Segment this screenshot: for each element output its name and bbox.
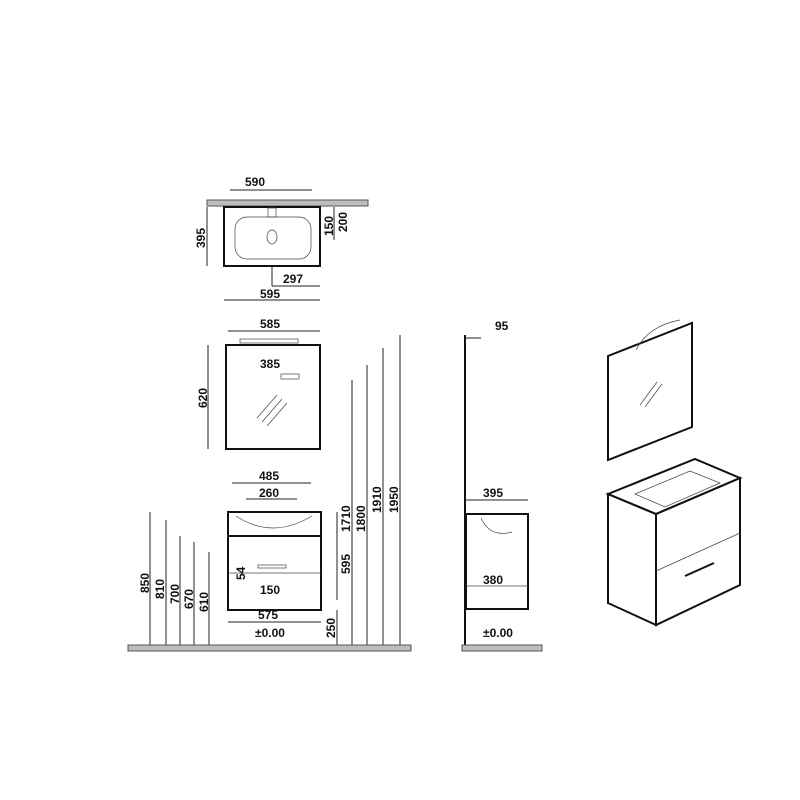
cabinet-front-3d xyxy=(655,476,741,627)
cabinet-front-view: 485 260 54 150 575 ±0.00 850 810 700 670… xyxy=(127,335,412,652)
dim-385: 385 xyxy=(260,357,280,371)
basin-profile xyxy=(480,517,513,534)
dim-150: 150 xyxy=(322,216,336,236)
glass-mark xyxy=(266,402,288,427)
height-670: 670 xyxy=(182,589,196,609)
glass-mark-3d xyxy=(644,383,663,408)
dim-150-handle: 150 xyxy=(260,583,280,597)
dim-380: 380 xyxy=(483,573,503,587)
height-1800: 1800 xyxy=(354,505,368,532)
wall-section xyxy=(206,199,369,207)
height-700: 700 xyxy=(168,584,182,604)
level-mark: ±0.00 xyxy=(255,626,285,640)
dim-95: 95 xyxy=(495,319,509,333)
glass-mark xyxy=(256,394,278,419)
drawer-line-3d xyxy=(655,532,741,572)
height-1910: 1910 xyxy=(370,486,384,513)
dim-200: 200 xyxy=(336,212,350,232)
dim-585: 585 xyxy=(260,317,280,331)
dim-395-side: 395 xyxy=(483,486,503,500)
dim-590: 590 xyxy=(245,175,265,189)
dim-395-top: 395 xyxy=(194,228,208,248)
mirror-front-view: 585 385 620 xyxy=(196,317,321,450)
dim-297: 297 xyxy=(283,272,303,286)
floor xyxy=(127,644,412,652)
tap xyxy=(267,207,277,218)
glass-mark xyxy=(261,398,283,423)
height-1950: 1950 xyxy=(387,486,401,513)
cabinet-side xyxy=(465,513,529,610)
drawer-handle xyxy=(257,564,287,569)
basin-bowl-3d xyxy=(634,470,721,508)
basin-bowl xyxy=(234,216,312,260)
drawer-handle-3d xyxy=(684,562,715,577)
height-250: 250 xyxy=(324,618,338,638)
mirror-light xyxy=(239,338,299,344)
dim-595: 595 xyxy=(260,287,280,301)
bowl-curve xyxy=(235,515,313,529)
washbasin xyxy=(227,511,322,537)
side-view: 95 395 380 ±0.00 xyxy=(461,319,543,652)
glass-mark-3d xyxy=(639,381,658,406)
mirror-light-3d xyxy=(635,319,681,351)
dim-575: 575 xyxy=(258,608,278,622)
top-view: 590 395 150 200 297 595 xyxy=(194,175,369,301)
dim-485: 485 xyxy=(259,469,279,483)
mirror-3d xyxy=(607,321,693,462)
mirror-switch xyxy=(280,373,300,380)
drain xyxy=(266,229,278,245)
height-1710: 1710 xyxy=(339,505,353,532)
height-595: 595 xyxy=(339,554,353,574)
height-850: 850 xyxy=(138,573,152,593)
height-610: 610 xyxy=(197,592,211,612)
mirror-panel xyxy=(225,344,321,450)
cabinet-side-3d xyxy=(607,492,657,627)
floor-side xyxy=(461,644,543,652)
level-mark-side: ±0.00 xyxy=(483,626,513,640)
dim-54: 54 xyxy=(234,566,248,580)
height-810: 810 xyxy=(153,579,167,599)
perspective-view xyxy=(605,319,743,627)
dim-260: 260 xyxy=(259,486,279,500)
dim-620: 620 xyxy=(196,388,210,408)
